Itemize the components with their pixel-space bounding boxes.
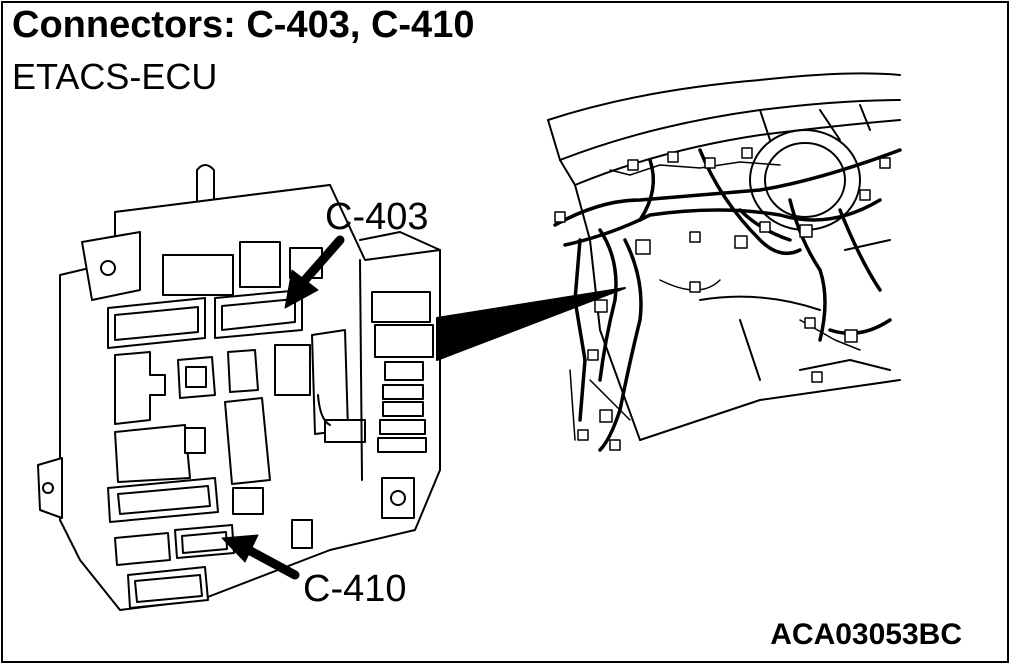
instrument-panel-harness [547, 72, 901, 441]
page-subtitle: ETACS-ECU [12, 56, 218, 97]
figure-id: ACA03053BC [770, 618, 962, 651]
etacs-ecu-unit [37, 164, 441, 611]
callout-c410: C-410 [303, 568, 407, 610]
callout-c403: C-403 [325, 196, 429, 238]
page-title: Connectors: C-403, C-410 [12, 4, 475, 46]
c410-arrow [221, 534, 300, 580]
wiring-harness [553, 148, 902, 452]
c403-arrow [284, 235, 345, 309]
location-pointer [436, 287, 626, 361]
